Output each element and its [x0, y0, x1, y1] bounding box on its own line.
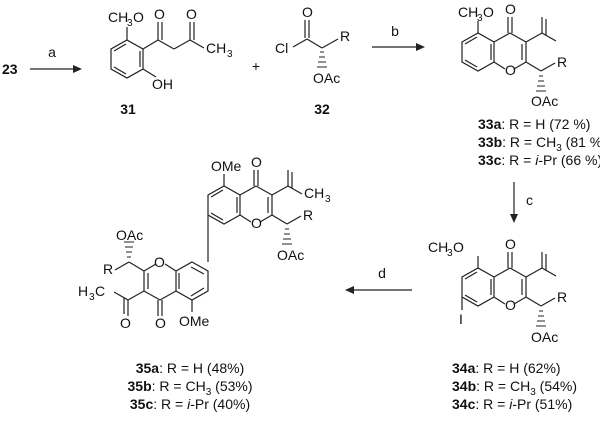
atom-label: O	[505, 297, 516, 313]
compound-32-label: 32	[314, 101, 330, 117]
atom-label: OAc	[531, 93, 558, 109]
atom-label: O	[155, 315, 166, 331]
compound-31-structure	[110, 22, 205, 79]
atom-label: C	[95, 283, 105, 299]
arrow-step-a	[30, 65, 82, 73]
atom-label: R	[103, 261, 113, 277]
atom-label: O	[154, 6, 165, 22]
compound-32-structure	[292, 20, 339, 68]
atom-label: CH	[304, 185, 324, 201]
atom-label: CH	[108, 9, 128, 25]
arrow-step-c	[510, 182, 518, 223]
arrow-step-d	[345, 286, 412, 294]
atom-label: R	[303, 207, 313, 223]
atom-label: OAc	[531, 329, 558, 345]
atom-label: O	[133, 9, 144, 25]
step-a-label: a	[48, 44, 56, 60]
atom-label: O	[453, 239, 464, 255]
step-d-label: d	[378, 265, 386, 281]
atom-label: R	[557, 54, 567, 70]
step-b-label: b	[391, 23, 399, 39]
atom-label: OAc	[313, 70, 340, 86]
atom-label: 3	[477, 13, 483, 24]
atom-label: O	[483, 4, 494, 20]
atom-label: O	[505, 62, 516, 78]
compound-34-structure	[461, 252, 557, 327]
compound-23-label: 23	[2, 61, 18, 77]
compound-31-label: 31	[120, 101, 136, 117]
yield-34a: 34a: R = H (62%)	[452, 360, 561, 376]
atom-label: 3	[127, 18, 133, 29]
yield-35b: 35b: R = CH3 (53%)	[128, 378, 253, 398]
yield-34b: 34b: R = CH3 (54%)	[452, 378, 577, 398]
yield-34c: 34c: R = i-Pr (51%)	[452, 396, 572, 412]
yield-33c: 33c: R = i-Pr (66 %)	[478, 152, 600, 168]
atom-label: OAc	[116, 227, 143, 243]
atom-label: O	[154, 254, 165, 270]
atom-label: R	[340, 28, 350, 44]
atom-label: Cl	[275, 40, 288, 56]
atom-label: R	[557, 289, 567, 305]
atom-label: CH	[428, 239, 448, 255]
atom-label: O	[302, 4, 313, 20]
compound-33-structure	[461, 17, 557, 92]
atom-label: 3	[447, 248, 453, 259]
atom-label: 3	[325, 194, 331, 205]
atom-label: H	[78, 283, 88, 299]
atom-label: OMe	[211, 158, 242, 174]
hashed-wedge	[317, 51, 327, 68]
yield-33a: 33a: R = H (72 %)	[478, 116, 590, 132]
atom-label: O	[120, 315, 131, 331]
step-c-label: c	[526, 192, 533, 208]
yield-33b: 33b: R = CH3 (81 %)	[478, 134, 600, 154]
atom-label: O	[186, 6, 197, 22]
atom-label: I	[459, 311, 463, 327]
hashed-wedge	[536, 310, 546, 327]
hashed-wedge	[282, 228, 292, 245]
atom-label: CH	[206, 40, 226, 56]
hashed-wedge	[124, 241, 134, 258]
atom-label: OMe	[179, 313, 210, 329]
yield-35c: 35c: R = i-Pr (40%)	[130, 396, 250, 412]
atom-label: 3	[89, 292, 95, 303]
hashed-wedge	[536, 75, 546, 92]
compound-35-structure	[113, 170, 303, 316]
atom-label: 3	[227, 49, 233, 60]
atom-label: OAc	[277, 247, 304, 263]
atom-label: O	[505, 1, 516, 17]
atom-label: CH	[458, 4, 478, 20]
yield-35a: 35a: R = H (48%)	[136, 360, 245, 376]
atom-label: O	[251, 215, 262, 231]
arrow-step-b	[372, 43, 425, 51]
plus-sign: +	[252, 58, 260, 74]
atom-label: OH	[152, 76, 173, 92]
atom-label: O	[505, 236, 516, 252]
atom-label: O	[251, 154, 262, 170]
